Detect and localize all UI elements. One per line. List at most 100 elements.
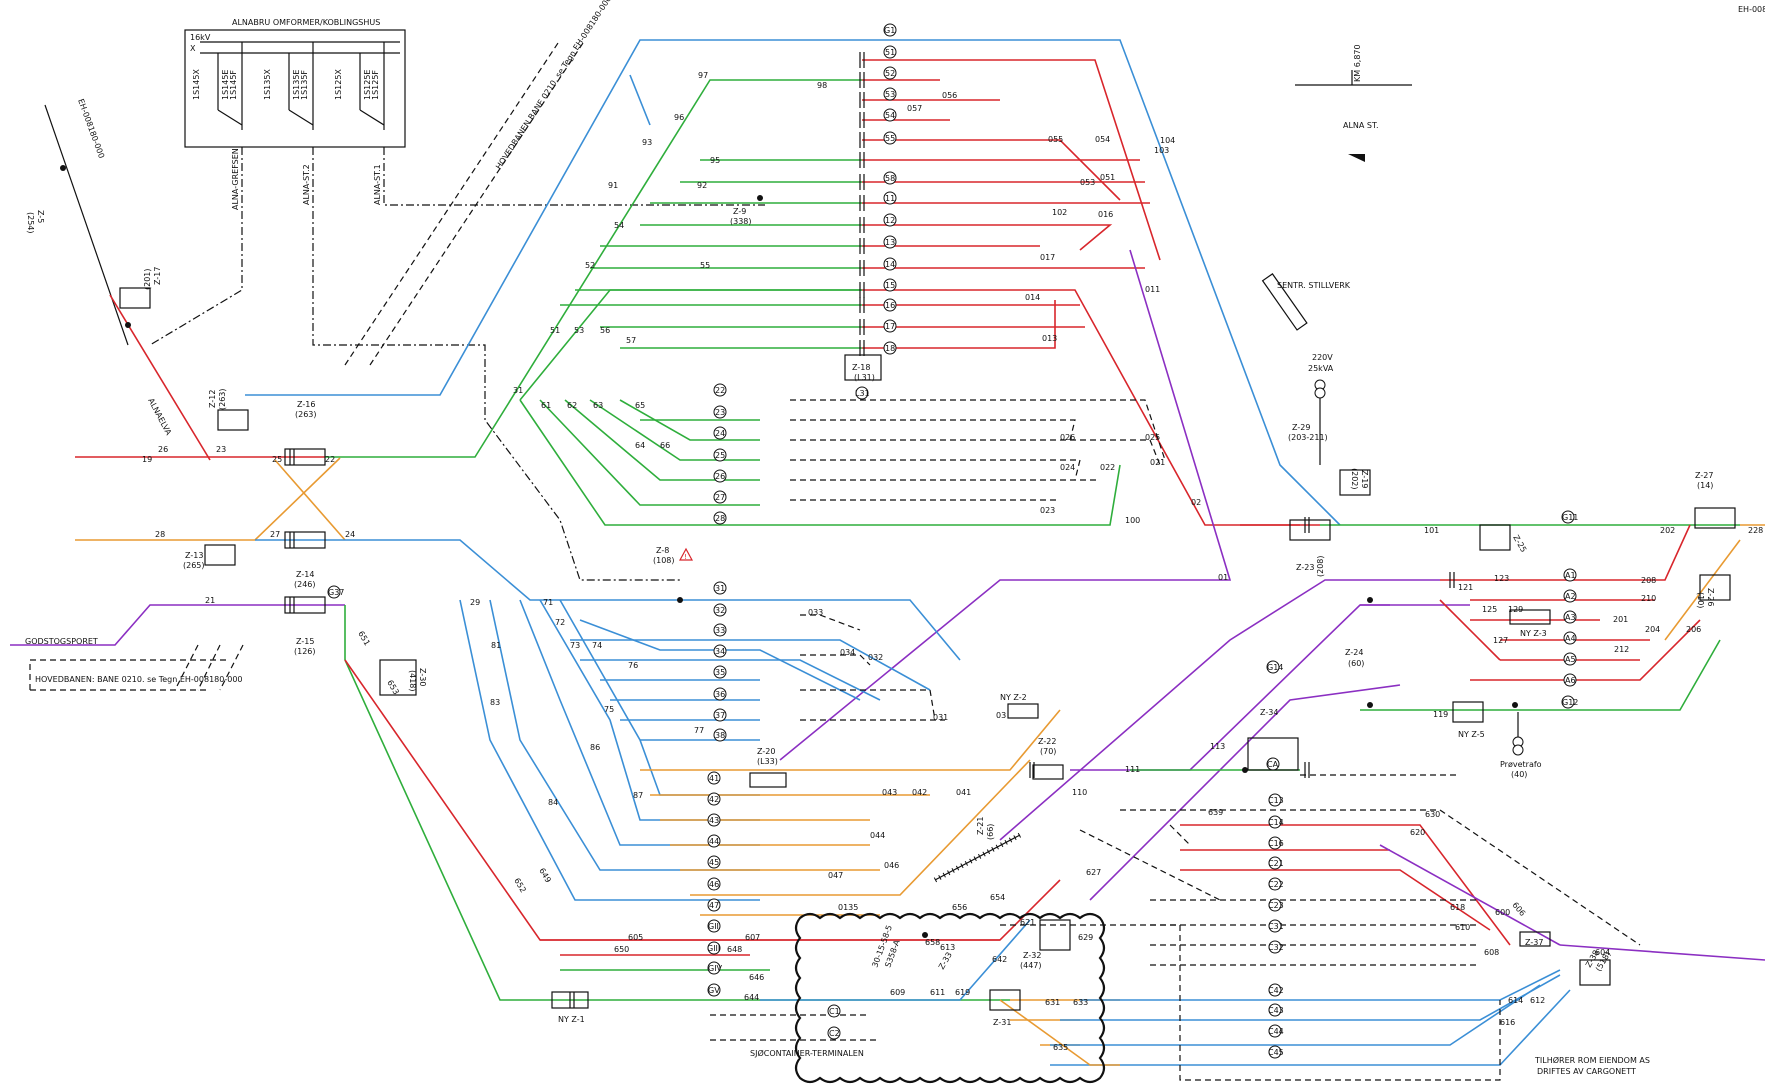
feeder-label: ALNA-GREFSEN — [231, 148, 240, 210]
section-number: 27 — [270, 530, 280, 539]
section-number: 98 — [817, 81, 827, 90]
track-label: G12 — [1562, 698, 1578, 707]
track-label: 22 — [715, 386, 725, 395]
ref-top-left: EH-008180-000 — [76, 98, 106, 160]
track-label: 36 — [715, 690, 725, 699]
section-number: 024 — [1060, 463, 1075, 472]
switch-label: Z-26 — [1706, 588, 1715, 606]
section-number: 19 — [142, 455, 152, 464]
section-number: 021 — [1150, 458, 1165, 467]
section-number: 026 — [1060, 433, 1075, 442]
section-number: 83 — [490, 698, 500, 707]
switch-label: Z-34 — [1260, 708, 1278, 717]
container-terminal-boundary — [794, 912, 1106, 1084]
track-label: A1 — [1565, 571, 1576, 580]
section-number: 110 — [1072, 788, 1087, 797]
track-label: C45 — [1268, 1048, 1284, 1057]
section-number: 654 — [990, 893, 1005, 902]
switch-label: Z-30 — [418, 668, 427, 686]
section-number: 044 — [870, 831, 885, 840]
km-marker: KM 6,870 — [1353, 44, 1362, 82]
section-number: 653 — [385, 679, 400, 697]
section-number: 032 — [868, 653, 883, 662]
track-label: 17 — [885, 322, 895, 331]
switch-label: NY Z-3 — [1520, 629, 1547, 638]
track-label: GV — [708, 986, 720, 995]
section-number: 54 — [614, 221, 624, 230]
test-transformer-number: (40) — [1511, 770, 1527, 779]
section-number: 652 — [512, 877, 527, 895]
track-label: C31 — [1268, 922, 1284, 931]
track-label: GIV — [708, 964, 723, 973]
section-number: 212 — [1614, 645, 1629, 654]
section-number: 02 — [1191, 498, 1201, 507]
section-number: 649 — [537, 867, 552, 885]
section-number: 611 — [930, 988, 945, 997]
section-number: 620 — [1410, 828, 1425, 837]
section-number: 609 — [890, 988, 905, 997]
track-label: 15 — [885, 281, 895, 290]
main-line-corridor: HOVEDBANEN BANE 0210, se Tegn EH-008180-… — [344, 0, 613, 366]
section-number: 75 — [604, 705, 614, 714]
track-label: C14 — [1268, 818, 1284, 827]
section-number: 93 — [642, 138, 652, 147]
section-number: 031 — [933, 713, 948, 722]
section-number: 25 — [272, 455, 282, 464]
section-number: 86 — [590, 743, 600, 752]
track-label: C2 — [829, 1029, 840, 1038]
switch-label: Z-32 — [1023, 951, 1041, 960]
track-labels-block-c: C13 C14 C16 C21 C22 C23 C31 C32 C42 C43 … — [1268, 793, 1284, 1059]
track-label: A4 — [1565, 634, 1576, 643]
section-number: 011 — [1145, 285, 1160, 294]
track-labels-block-a: A1 A2 A3 A4 A5 A6 — [1563, 568, 1577, 687]
section-number: 041 — [956, 788, 971, 797]
section-number: 87 — [633, 791, 643, 800]
section-number: 046 — [884, 861, 899, 870]
section-number: 52 — [585, 261, 595, 270]
switch-label: Z-16 — [297, 400, 315, 409]
section-number: 66 — [660, 441, 670, 450]
section-number: 26 — [158, 445, 168, 454]
track-labels-block-21: 22 23 24 25 26 27 28 — [713, 383, 727, 525]
section-number: 033 — [808, 608, 823, 617]
section-number: 113 — [1210, 742, 1225, 751]
track-label: 46 — [709, 880, 719, 889]
track-label: GII — [708, 922, 719, 931]
section-number: 74 — [592, 641, 602, 650]
switch-label: Z-20 — [757, 747, 775, 756]
section-number: 228 — [1748, 526, 1763, 535]
switch-number: (338) — [730, 217, 752, 226]
switch-label: Z-24 — [1345, 648, 1363, 657]
section-number: 631 — [1045, 998, 1060, 1007]
track-label: G37 — [328, 588, 344, 597]
section-number: 53 — [574, 326, 584, 335]
switch-number: (108) — [653, 556, 675, 565]
track-label: 18 — [885, 344, 895, 353]
track-label: 37 — [715, 711, 725, 720]
section-number: 658 — [925, 938, 940, 947]
track-labels-block-31: 31 32 33 34 35 36 37 38 — [713, 581, 727, 742]
switch-label: Z-13 — [185, 551, 203, 560]
track-label: GIII — [707, 944, 720, 953]
breaker-code: 1S145X — [192, 69, 201, 100]
section-number: 627 — [1086, 868, 1101, 877]
section-number: 022 — [1100, 463, 1115, 472]
section-number: 618 — [1450, 903, 1465, 912]
switch-number: (418) — [408, 670, 417, 692]
switch-label: Z-8 — [656, 546, 669, 555]
supply-building: ALNABRU OMFORMER/KOBLINGSHUS 16kV X 1S14… — [184, 18, 406, 148]
breaker-code: 1S125X — [334, 69, 343, 100]
insulator-marks — [289, 52, 1455, 1008]
switch-number: (263) — [295, 410, 317, 419]
section-number: 102 — [1052, 208, 1067, 217]
track-label: A6 — [1565, 676, 1576, 685]
feeder-label: ALNA-ST.2 — [302, 164, 311, 205]
section-number: 21 — [205, 596, 215, 605]
section-number: 101 — [1424, 526, 1439, 535]
section-number: 017 — [1040, 253, 1055, 262]
section-number: 644 — [744, 993, 759, 1002]
junction-dots — [60, 165, 1518, 938]
track-label: A2 — [1565, 592, 1576, 601]
track-label: 52 — [885, 69, 895, 78]
section-number: 03 — [996, 711, 1006, 720]
